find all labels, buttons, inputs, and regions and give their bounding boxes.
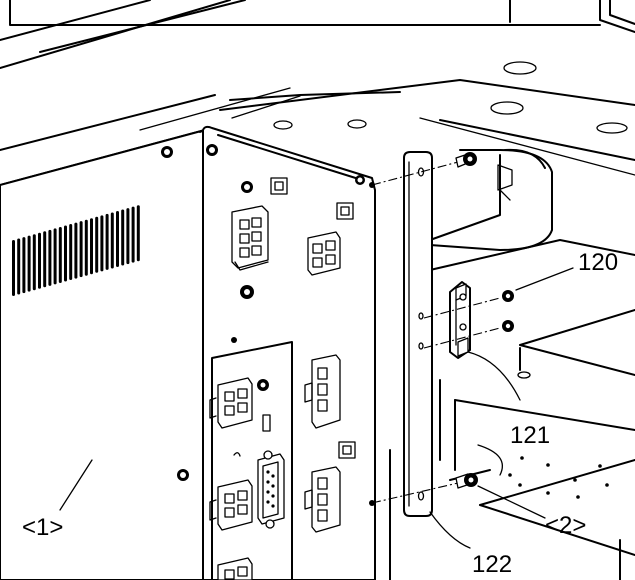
vent-slot (43, 231, 47, 288)
callout-120: 120 (578, 249, 618, 276)
dsub-pin (266, 470, 270, 474)
vent-slot (64, 225, 67, 282)
mounting-bracket-122 (403, 151, 433, 517)
vent-slot (12, 240, 15, 296)
vent-slot (84, 219, 88, 276)
vent-slot (100, 215, 104, 272)
dsub-pin (271, 494, 275, 498)
vent-slot (32, 234, 36, 291)
vent-slot (53, 228, 57, 285)
vent-slot (116, 211, 119, 267)
screw-bottom-2 (455, 473, 478, 489)
vent-slot (126, 208, 130, 265)
dsub-pin (271, 474, 275, 478)
vent-slot (95, 216, 99, 273)
vent-slot (90, 218, 93, 275)
dsub-pin (266, 480, 270, 484)
callout-122: 122 (472, 551, 512, 578)
screw-top-right (455, 152, 477, 168)
board-screw-bottom (369, 500, 375, 506)
vent-slot (58, 226, 62, 283)
connector-j2 (307, 231, 341, 276)
callout-121: 121 (510, 422, 550, 449)
vent-slot (22, 237, 26, 294)
connector-j1 (231, 205, 269, 271)
leader-121 (467, 351, 521, 401)
vent-slot (79, 221, 83, 278)
vent-slot (69, 224, 73, 281)
dsub-pin (271, 504, 275, 508)
callout-ref-2: <2> (545, 512, 586, 539)
callout-ref-1: <1> (22, 514, 63, 541)
connector-j4 (304, 466, 341, 533)
screw-120-lower (502, 320, 514, 332)
ref-1-leader (59, 459, 93, 511)
leader-120 (515, 267, 574, 291)
vent-slot (110, 212, 114, 269)
ventilation-slots (12, 205, 140, 296)
control-board (202, 125, 376, 580)
side-panel (0, 129, 206, 580)
cable-guide-hood (429, 148, 553, 251)
vent-slot (121, 209, 125, 266)
vent-slot (74, 222, 78, 279)
vent-slot (105, 213, 109, 270)
vent-slot (17, 238, 21, 295)
vent-slot (48, 229, 52, 286)
dsub-pin (266, 490, 270, 494)
leader-122 (429, 511, 471, 549)
board-screw-top (369, 182, 375, 188)
connector-j3 (304, 354, 341, 429)
vent-slot (136, 205, 140, 262)
vent-slot (131, 206, 135, 263)
screw-120-upper (502, 290, 514, 302)
interface-board (209, 341, 293, 580)
assembly-axis-lines (371, 161, 501, 504)
dsub-pin (266, 500, 270, 504)
floor-holes (508, 456, 609, 499)
leader-lines (429, 267, 574, 549)
cable-clamp-121 (449, 281, 471, 359)
screws (369, 152, 514, 506)
vent-slot (27, 235, 31, 292)
leader-2 (477, 485, 546, 519)
dsub-pin (271, 484, 275, 488)
vent-slot (38, 232, 41, 289)
